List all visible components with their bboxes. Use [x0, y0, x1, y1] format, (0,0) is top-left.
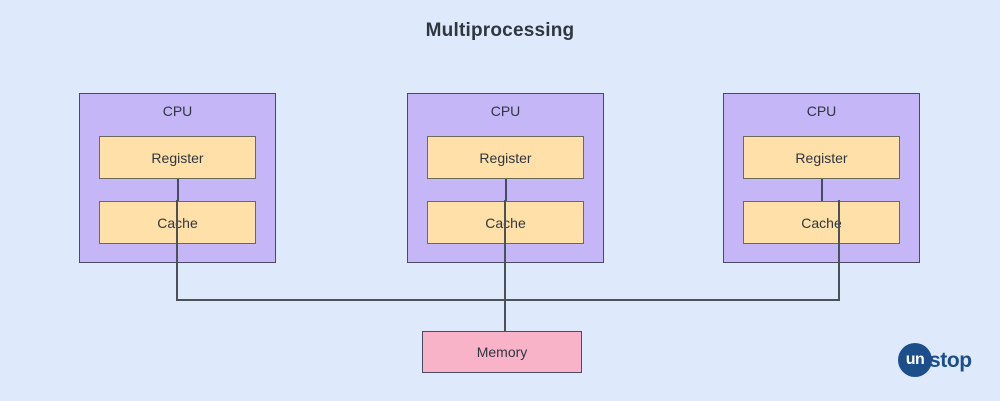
- cpu2-drop-line: [504, 200, 506, 331]
- cpu-label-3: CPU: [806, 103, 837, 119]
- register-cache-connector-2: [505, 179, 507, 201]
- memory-bus-line: [176, 299, 840, 301]
- cpu-label-2: CPU: [490, 103, 521, 119]
- unstop-logo: un stop: [898, 340, 972, 380]
- unstop-logo-text: stop: [929, 348, 972, 372]
- register-cache-connector-3: [821, 179, 823, 201]
- register-box-2: Register: [427, 136, 584, 179]
- page-title: Multiprocessing: [425, 20, 575, 41]
- register-cache-connector-1: [177, 179, 179, 201]
- cpu1-drop-line: [176, 200, 178, 299]
- cpu3-drop-line: [838, 200, 840, 299]
- register-box-1: Register: [99, 136, 256, 179]
- cpu-block-3: CPU Register Cache: [723, 93, 920, 263]
- unstop-logo-mark: un: [898, 343, 932, 377]
- memory-box: Memory: [422, 331, 582, 373]
- cpu-label-1: CPU: [162, 103, 193, 119]
- register-box-3: Register: [743, 136, 900, 179]
- cache-box-3: Cache: [743, 201, 900, 244]
